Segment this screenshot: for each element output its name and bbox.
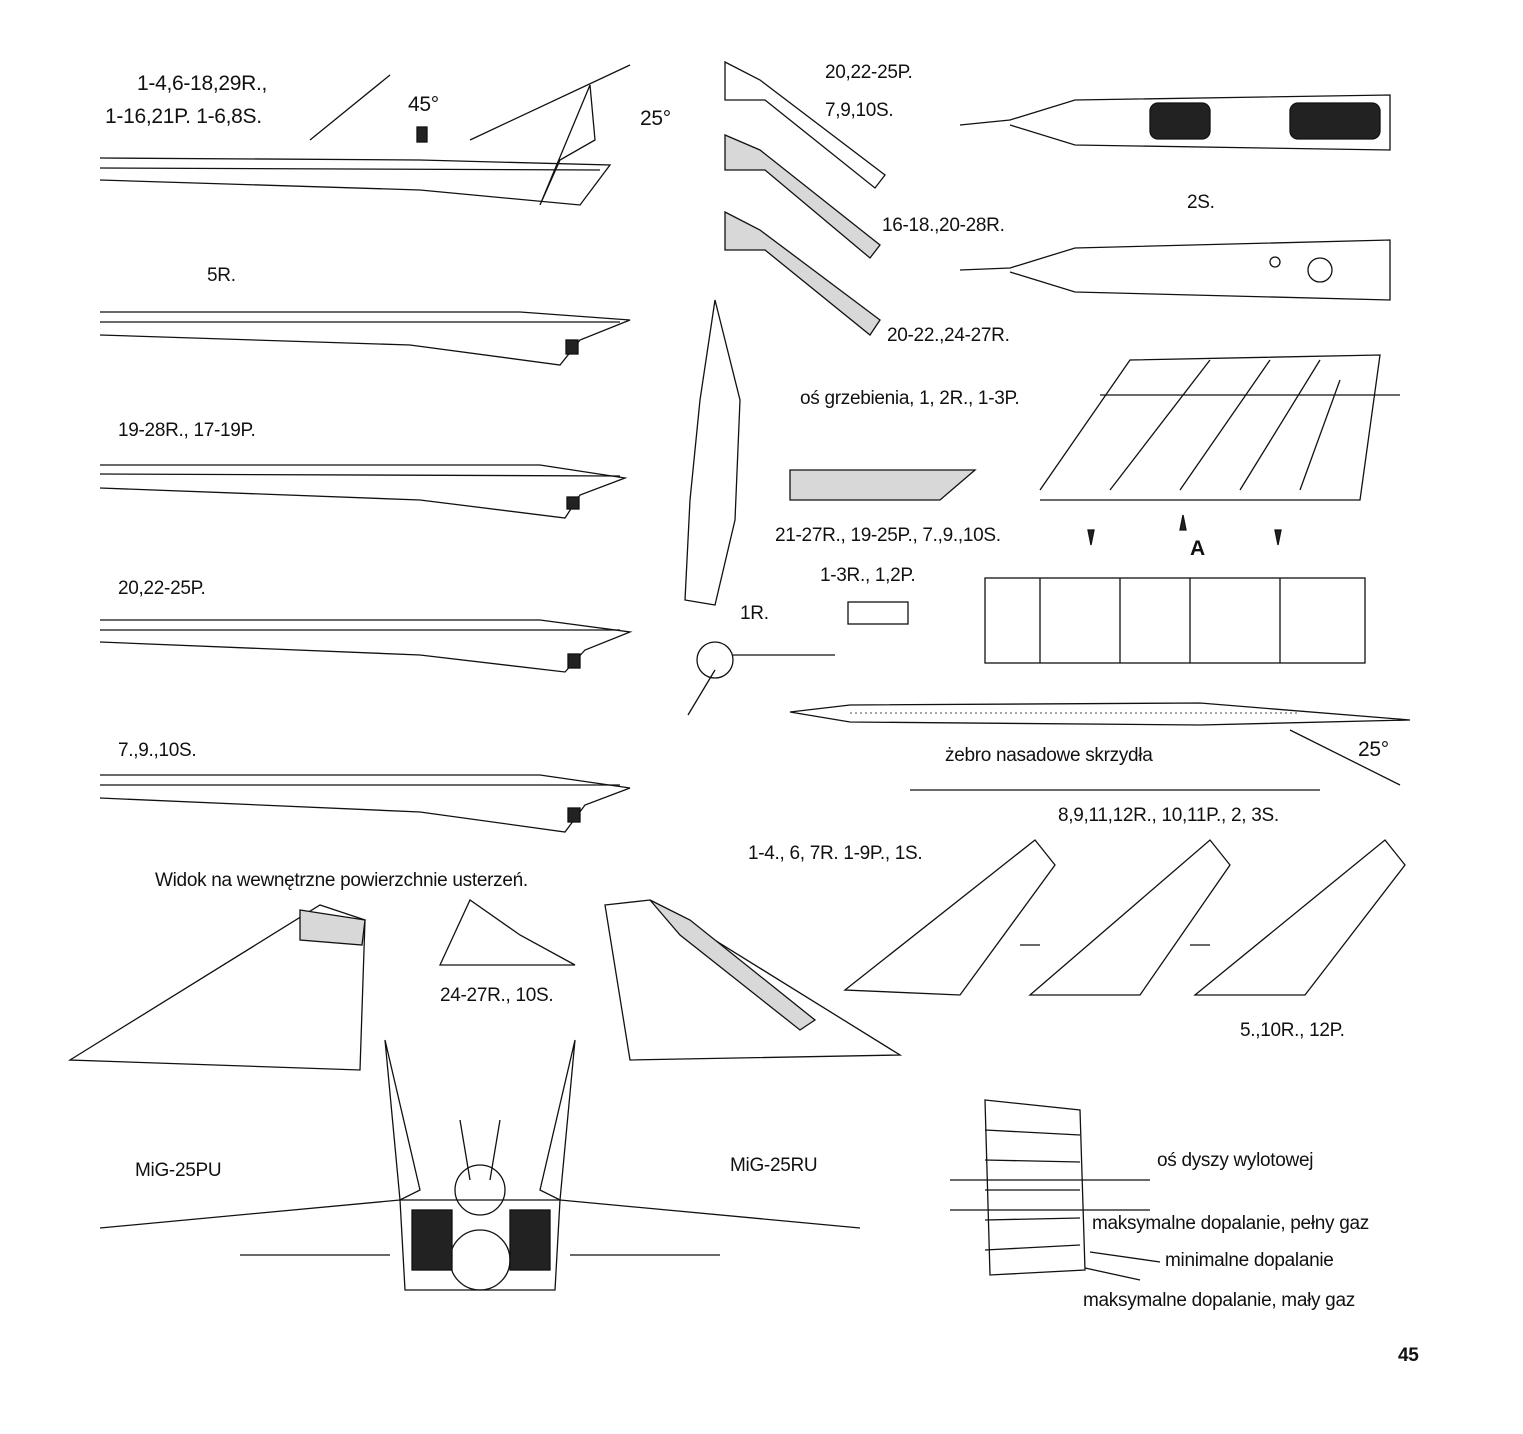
probe-label: 1R.: [740, 603, 769, 624]
stabilizer-drawings: [843, 839, 1406, 996]
nozzle-label: maksymalne dopalanie, mały gaz: [1083, 1290, 1355, 1311]
fin-profile-4: [99, 619, 633, 673]
spine-section: [789, 354, 1400, 664]
nozzle-label: minimalne dopalanie: [1165, 1250, 1334, 1271]
fin-variant-label: 1-4,6-18,29R.,: [137, 72, 268, 95]
nozzle-label: maksymalne dopalanie, pełny gaz: [1092, 1213, 1369, 1234]
aircraft-label: MiG-25PU: [135, 1160, 222, 1181]
spine-axis-label: oś grzebienia, 1, 2R., 1-3P.: [800, 388, 1020, 409]
rudder-label: 16-18.,20-28R.: [882, 215, 1005, 236]
rudder-label: 7,9,10S.: [825, 100, 894, 121]
ventral-fin-drawing: [684, 299, 909, 716]
wing-root-rib-label: żebro nasadowe skrzydła: [945, 745, 1153, 766]
fin-variant-label: 20,22-25P.: [118, 578, 206, 599]
rudder-label: 20,22-25P.: [825, 62, 913, 83]
cockpit-top-views: [959, 94, 1391, 301]
ventral-label: 21-27R., 19-25P., 7.,9.,10S.: [775, 525, 1001, 546]
page-number: 45: [1398, 1345, 1419, 1366]
wing-root-rib: [789, 702, 1411, 791]
fin-variant-label: 1-16,21P. 1-6,8S.: [105, 105, 262, 128]
rudder-label: 20-22.,24-27R.: [887, 325, 1010, 346]
stabilizer-label: 1-4., 6, 7R. 1-9P., 1S.: [748, 843, 923, 864]
inner-view-caption: Widok na wewnętrzne powierzchnie usterze…: [155, 870, 528, 891]
fin-variant-label: 24-27R., 10S.: [440, 985, 554, 1006]
fin-variant-label: 7.,9.,10S.: [118, 740, 197, 761]
mig25-front-view: [99, 1039, 861, 1291]
aircraft-label: MiG-25RU: [730, 1155, 818, 1176]
stabilizer-label: 5.,10R., 12P.: [1240, 1020, 1345, 1041]
ventral-label: 1-3R., 1,2P.: [820, 565, 916, 586]
rudder-drawings: [724, 60, 886, 336]
nozzle-drawing: [950, 1099, 1161, 1281]
angle-label: 45°: [408, 93, 439, 116]
angle-label: 25°: [1358, 738, 1389, 761]
cockpit-label: 2S.: [1187, 192, 1215, 213]
nozzle-label: oś dyszy wylotowej: [1157, 1150, 1314, 1171]
inner-fin-views: [67, 899, 903, 1071]
fin-profile-3: [99, 464, 628, 519]
view-a-label: A: [1190, 537, 1205, 560]
angle-label: 25°: [640, 107, 671, 130]
stabilizer-label: 8,9,11,12R., 10,11P., 2, 3S.: [1058, 805, 1279, 826]
fin-profile-5: [99, 774, 631, 833]
fin-variant-label: 19-28R., 17-19P.: [118, 420, 256, 441]
fin-profile-2: [99, 311, 631, 366]
fin-profile-1: [99, 64, 631, 206]
fin-variant-label: 5R.: [207, 265, 236, 286]
